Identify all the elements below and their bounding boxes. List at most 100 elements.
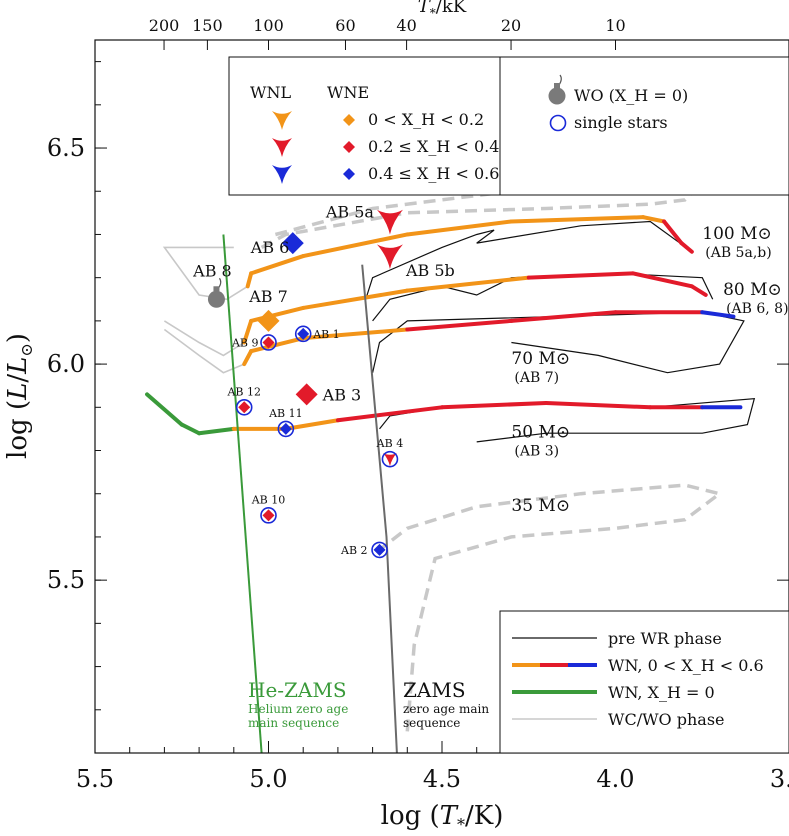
zams-sublabel: zero age main: [403, 702, 489, 716]
track-mass-label: 35 M⊙: [511, 496, 570, 516]
single-star-ring: [260, 334, 277, 351]
top-tick-label: 100: [253, 16, 284, 35]
wne-marker: [297, 327, 310, 340]
wnl-marker: [272, 138, 292, 157]
top-tick-label: 200: [149, 16, 180, 35]
wnl-marker: [376, 244, 403, 270]
wn-segment: [283, 418, 340, 431]
wne-marker: [279, 422, 292, 435]
wc-phase-line: [163, 320, 245, 357]
pre-wr-line: [372, 272, 714, 322]
wn-segment: [509, 310, 618, 323]
track-note-label: (AB 3): [514, 444, 559, 460]
wnl-marker: [376, 209, 403, 235]
star-ab-7: AB 7: [248, 287, 288, 332]
x-tick-label: 4.0: [596, 765, 634, 793]
track-2: 80 M⊙(AB 6, 8): [163, 271, 789, 357]
x-tick-label: 3.5: [770, 765, 789, 793]
star-ab-4: AB 4: [376, 437, 404, 468]
wn-segment: [242, 349, 254, 367]
track-mass-label: 100 M⊙: [702, 224, 772, 244]
single-star-ring: [260, 507, 277, 524]
wo-marker-body: [548, 87, 566, 105]
star-label: AB 3: [322, 385, 362, 404]
track-3: 70 M⊙(AB 7): [163, 310, 745, 386]
wne-marker: [373, 543, 386, 556]
star-label: AB 1: [312, 328, 340, 341]
wn-segment: [700, 310, 736, 319]
legend-single-ring: [549, 114, 567, 132]
track-note-label: (AB 7): [514, 370, 559, 386]
legend-box: [499, 610, 789, 754]
zams-path: [361, 264, 398, 753]
star-label: AB 9: [231, 336, 259, 349]
legend-row-text: 0.2 ≤ X_H < 0.4: [368, 137, 499, 156]
star-label: AB 2: [340, 544, 368, 557]
star-ab-8: AB 8: [192, 261, 232, 308]
star-ab-3: AB 3: [295, 383, 362, 406]
wne-marker: [343, 168, 355, 180]
wo-marker-body: [207, 290, 225, 308]
wn-segment: [405, 275, 531, 293]
legend-col-wnl: WNL: [250, 83, 291, 102]
wn-segment: [526, 271, 635, 280]
wn-segment: [662, 219, 684, 246]
wn-segment: [544, 400, 653, 410]
top-tick-label: 10: [605, 16, 625, 35]
legend-bottom-text: pre WR phase: [608, 629, 722, 648]
wn-segment: [335, 405, 444, 423]
track-mass-label: 70 M⊙: [511, 349, 570, 369]
zams-line: [361, 264, 398, 753]
he-zams-line: [222, 234, 263, 753]
star-ab-1: AB 1: [294, 325, 340, 343]
legend-single-text: single stars: [574, 113, 668, 132]
track-mass-label: 50 M⊙: [511, 423, 570, 443]
star-label: AB 12: [226, 385, 261, 398]
wnl-marker: [382, 452, 397, 467]
reference-lines: [222, 234, 398, 753]
star-label: AB 11: [268, 407, 303, 420]
star-ab-12: AB 12: [226, 385, 261, 416]
pre-wr-line: [365, 220, 693, 300]
y-axis-title: log (L/L⊙): [3, 333, 36, 459]
wnl-marker: [272, 111, 292, 130]
track-1: 100 M⊙(AB 5a,b): [162, 215, 772, 301]
wn-segment: [405, 318, 514, 332]
track-mass-label: 80 M⊙: [723, 280, 782, 300]
top-tick-label: 40: [396, 16, 416, 35]
he-zams-label: He-ZAMS: [248, 678, 347, 702]
star-ab-11: AB 11: [268, 407, 303, 438]
star-ab-10: AB 10: [251, 493, 286, 524]
wn-segment: [405, 219, 514, 237]
zams-label: ZAMS: [403, 678, 466, 702]
wn-segment: [242, 318, 254, 345]
x-axis-title: log (T*/K): [381, 801, 504, 831]
y-tick-label: 5.5: [47, 566, 85, 594]
star-label: AB 4: [376, 437, 404, 450]
wn-segment: [679, 241, 694, 254]
wo-marker-cap: [213, 286, 220, 292]
top-tick-label: 150: [192, 16, 223, 35]
wn-segment: [440, 400, 549, 410]
he-zams-sublabel: Helium zero age: [248, 702, 348, 716]
top-tick-label: 60: [335, 16, 355, 35]
he-zams-sublabel: main sequence: [248, 716, 339, 730]
star-label: AB 10: [251, 493, 286, 506]
star-ab-9: AB 9: [231, 334, 277, 351]
y-tick-label: 6.0: [47, 350, 85, 378]
wn-segment: [301, 288, 410, 310]
single-star-ring: [371, 541, 388, 559]
wnl-marker: [272, 165, 292, 184]
wc-phase-line: [162, 246, 249, 301]
x-tick-label: 5.5: [76, 765, 114, 793]
wne-marker: [262, 336, 275, 349]
track-note-label: (AB 6, 8): [726, 301, 789, 317]
legend-box: [228, 56, 789, 196]
single-star-ring: [277, 420, 295, 438]
star-ab-2: AB 2: [340, 541, 388, 559]
wo-marker-cap: [554, 83, 560, 88]
